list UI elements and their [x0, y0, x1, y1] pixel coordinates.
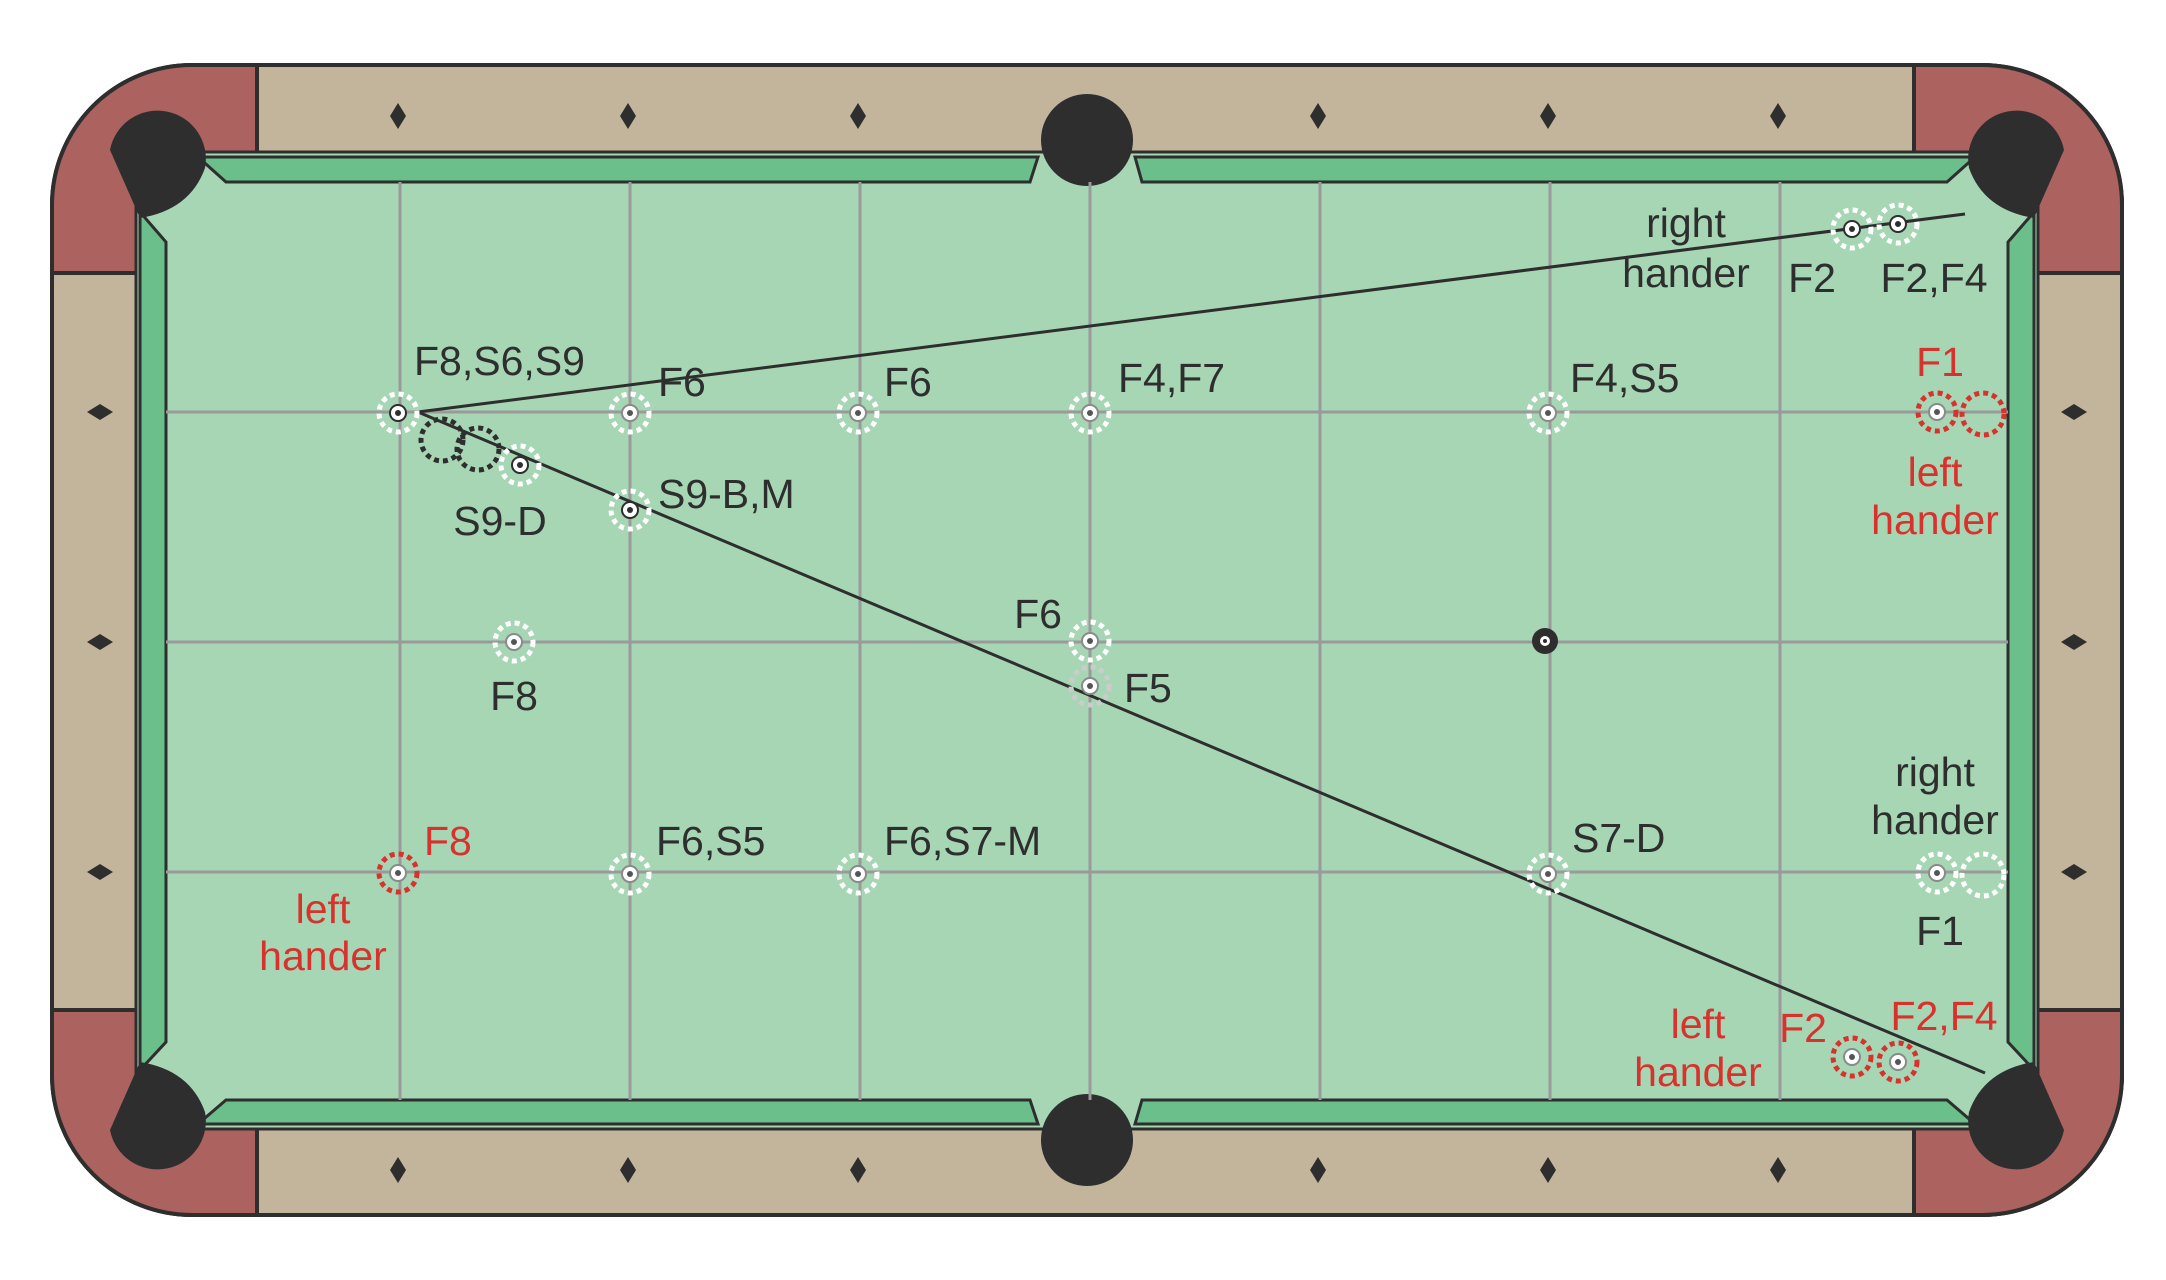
ball-position-marker: [1915, 851, 1959, 895]
diamond-marker: [390, 1157, 406, 1183]
cushion-top-right: [1133, 155, 1979, 184]
cue-ball-marker: [376, 391, 420, 435]
label-lh1b: hander: [1871, 497, 1999, 543]
label-f6s5: F6,S5: [656, 818, 765, 864]
diamond-marker: [2061, 634, 2087, 650]
label-f1: F1: [1916, 908, 1964, 954]
label-f2top: F2: [1788, 255, 1836, 301]
ghost-ball-marker: [454, 425, 502, 473]
label-f8s6s9: F8,S6,S9: [414, 338, 585, 384]
label-lh1a: left: [1908, 449, 1963, 495]
label-f8red: F8: [424, 818, 472, 864]
diamond-marker: [850, 103, 866, 129]
ball-position-marker: [1876, 1040, 1920, 1084]
ball-position-marker: [608, 852, 652, 896]
label-f2red: F2: [1779, 1005, 1827, 1051]
diamond-marker: [390, 103, 406, 129]
label-lh2b: hander: [259, 933, 387, 979]
cushion-bottom-right: [1133, 1098, 1980, 1126]
diamond-marker: [1310, 103, 1326, 129]
label-f4s5: F4,S5: [1570, 355, 1679, 401]
diamond-marker: [2061, 404, 2087, 420]
ghost-ball-marker: [1959, 390, 2007, 438]
label-s7d: S7-D: [1572, 815, 1665, 861]
diamond-marker: [2061, 864, 2087, 880]
label-s9d: S9-D: [453, 498, 546, 544]
ball-position-marker: [1830, 207, 1874, 251]
target-ball-marker: [1532, 628, 1558, 654]
diamond-marker: [87, 864, 113, 880]
label-lh2a: left: [296, 886, 351, 932]
pocket-bottom-side: [1041, 1094, 1133, 1186]
ball-position-marker: [1526, 391, 1570, 435]
ball-position-marker: [608, 488, 652, 532]
shot-line-upper: [417, 212, 1966, 414]
label-rh2a: right: [1895, 749, 1975, 795]
ball-position-marker: [1068, 391, 1112, 435]
diamond-marker: [1310, 1157, 1326, 1183]
cushion-bottom-left: [193, 1098, 1041, 1126]
label-f1red: F1: [1916, 339, 1964, 385]
cue-ball-f5-marker: [1068, 664, 1112, 708]
shot-lines: [417, 212, 1986, 1075]
diamond-marker: [620, 103, 636, 129]
ghost-ball-marker: [1959, 851, 2007, 899]
label-rh1b: hander: [1622, 250, 1750, 296]
diamond-marker: [850, 1157, 866, 1183]
label-lh3a: left: [1671, 1001, 1726, 1047]
ball-position-marker: [836, 852, 880, 896]
diamond-marker: [1770, 103, 1786, 129]
cushion-left: [138, 207, 168, 1074]
label-f6a: F6: [658, 359, 706, 405]
cushion-right: [2006, 207, 2036, 1074]
ghost-ball-marker: [418, 416, 466, 464]
label-f6b: F6: [884, 359, 932, 405]
diamond-marker: [620, 1157, 636, 1183]
label-f6s7m: F6,S7-M: [884, 818, 1041, 864]
ball-position-marker: [1526, 852, 1570, 896]
ball-markers: [376, 202, 2007, 1084]
diamond-marker: [87, 404, 113, 420]
ball-position-marker: [836, 391, 880, 435]
label-f8: F8: [490, 673, 538, 719]
cushions: [138, 155, 2036, 1126]
label-s9bm: S9-B,M: [658, 471, 795, 517]
pocket-top-left: [110, 110, 206, 218]
ball-position-marker: [498, 443, 542, 487]
diamonds: [87, 103, 2087, 1183]
label-f2f4top: F2,F4: [1880, 255, 1987, 301]
pockets: [110, 94, 2064, 1186]
label-f4f7: F4,F7: [1118, 355, 1225, 401]
ball-position-marker: [1830, 1035, 1874, 1079]
ball-position-marker: [492, 620, 536, 664]
diamond-marker: [1540, 1157, 1556, 1183]
pocket-bottom-right: [1968, 1062, 2064, 1170]
label-f2f4red: F2,F4: [1890, 993, 1997, 1039]
diamond-marker: [1540, 103, 1556, 129]
pocket-top-side: [1041, 94, 1133, 186]
pocket-bottom-left: [110, 1062, 206, 1170]
label-rh2b: hander: [1871, 797, 1999, 843]
ball-position-marker: [608, 391, 652, 435]
ball-position-marker: [1876, 202, 1920, 246]
label-rh1a: right: [1646, 200, 1726, 246]
shot-line-diagonal: [417, 410, 1986, 1075]
cushion-top-left: [194, 155, 1041, 184]
ball-position-marker: [1068, 619, 1112, 663]
label-f6c: F6: [1014, 591, 1062, 637]
label-f5: F5: [1124, 665, 1172, 711]
ball-position-marker: [376, 851, 420, 895]
pocket-top-right: [1968, 110, 2064, 218]
ball-position-marker: [1915, 390, 1959, 434]
diamond-marker: [87, 634, 113, 650]
diamond-marker: [1770, 1157, 1786, 1183]
label-lh3b: hander: [1634, 1049, 1762, 1095]
